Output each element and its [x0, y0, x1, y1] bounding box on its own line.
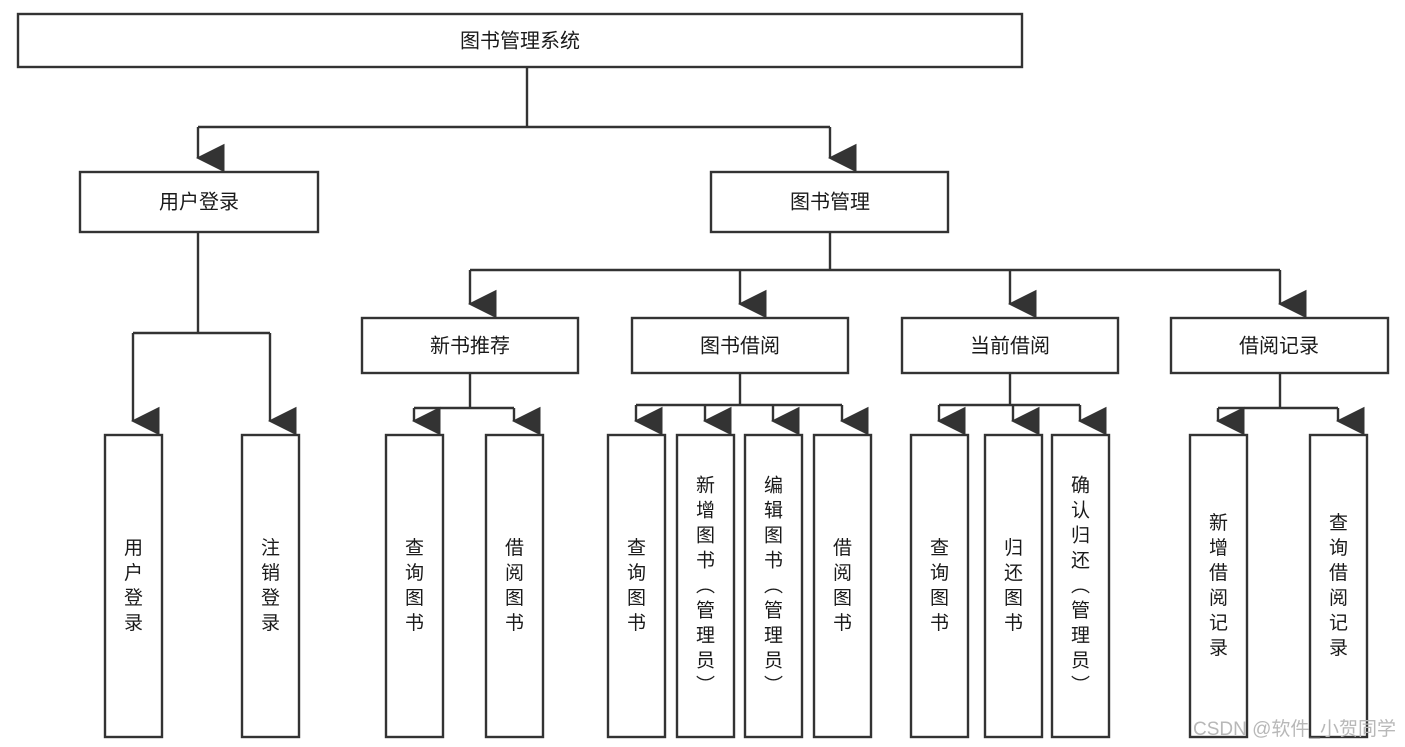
node-user-login-box — [78, 170, 320, 234]
leaf-label: 查询图书 — [627, 537, 646, 634]
node-user-login-label: 用户登录 — [159, 190, 239, 213]
leaf-box — [743, 433, 804, 739]
leaf-box — [812, 433, 873, 739]
leaf-label: 查询图书 — [405, 537, 424, 634]
leaf-box — [103, 433, 164, 739]
node-book-management-label: 图书管理 — [790, 190, 870, 213]
csdn-watermark: CSDN @软件_小贺同学 — [1193, 718, 1396, 740]
leaf-node-借阅记录-2[interactable]: 查询借阅记录 — [1308, 433, 1369, 739]
leaf-label: 归还图书 — [1004, 537, 1023, 634]
leaf-label: 用户登录 — [124, 538, 143, 634]
node-current-borrow[interactable]: 当前借阅 — [900, 316, 1120, 375]
node-new-book-recommend-label: 新书推荐 — [430, 334, 510, 357]
leaf-label: 新增借阅记录 — [1209, 512, 1228, 659]
leaf-label: 查询图书 — [930, 537, 949, 634]
node-new-book-recommend-box — [360, 316, 580, 375]
node-root-box — [16, 12, 1024, 69]
leaf-label: 编辑图书︵管理员︶ — [764, 475, 783, 697]
leaf-box — [240, 433, 301, 739]
leaf-node-当前借阅-2[interactable]: 归还图书 — [983, 433, 1044, 739]
leaf-node-当前借阅-3[interactable]: 确认归还︵管理员︶ — [1050, 433, 1111, 739]
leaf-box — [484, 433, 545, 739]
leaf-node-当前借阅-1[interactable]: 查询图书 — [909, 433, 970, 739]
leaf-box — [983, 433, 1044, 739]
node-borrow-record[interactable]: 借阅记录 — [1169, 316, 1390, 375]
node-book-management[interactable]: 图书管理 — [709, 170, 950, 234]
leaf-box — [909, 433, 970, 739]
node-new-book-recommend[interactable]: 新书推荐 — [360, 316, 580, 375]
node-borrow-record-label: 借阅记录 — [1239, 334, 1319, 357]
leaf-node-图书借阅-3[interactable]: 编辑图书︵管理员︶ — [743, 433, 804, 739]
leaf-box — [675, 433, 736, 739]
leaf-label: 注销登录 — [261, 537, 280, 634]
leaf-node-用户登录-1[interactable]: 用户登录 — [103, 433, 164, 739]
leaf-node-借阅记录-1[interactable]: 新增借阅记录 — [1188, 433, 1249, 739]
node-root-label: 图书管理系统 — [460, 29, 580, 52]
leaf-node-图书借阅-1[interactable]: 查询图书 — [606, 433, 667, 739]
leaf-node-图书借阅-2[interactable]: 新增图书︵管理员︶ — [675, 433, 736, 739]
node-book-borrow[interactable]: 图书借阅 — [630, 316, 850, 375]
node-borrow-record-box — [1169, 316, 1390, 375]
node-root-system[interactable]: 图书管理系统 — [16, 12, 1024, 69]
leaf-label: 确认归还︵管理员︶ — [1071, 475, 1090, 697]
leaf-label: 借阅图书 — [505, 537, 524, 634]
node-current-borrow-box — [900, 316, 1120, 375]
node-book-management-box — [709, 170, 950, 234]
leaf-nodes-group: 用户登录 注销登录 查询图书 借阅图书 查询图书 新增图书︵管理员︶ 编辑图书︵管理员︶ 借阅… — [103, 433, 1369, 739]
leaf-box — [1308, 433, 1369, 739]
leaf-label: 查询借阅记录 — [1329, 512, 1348, 659]
leaf-box — [384, 433, 445, 739]
node-book-borrow-label: 图书借阅 — [700, 334, 780, 357]
leaf-label: 新增图书︵管理员︶ — [696, 475, 715, 697]
leaf-box — [1050, 433, 1111, 739]
node-user-login[interactable]: 用户登录 — [78, 170, 320, 234]
leaf-node-新书推荐-1[interactable]: 查询图书 — [384, 433, 445, 739]
leaf-label: 借阅图书 — [833, 537, 852, 634]
leaf-box — [606, 433, 667, 739]
edges-group — [130, 67, 1365, 436]
leaf-box — [1188, 433, 1249, 739]
node-current-borrow-label: 当前借阅 — [970, 334, 1050, 357]
leaf-node-新书推荐-2[interactable]: 借阅图书 — [484, 433, 545, 739]
node-book-borrow-box — [630, 316, 850, 375]
leaf-node-图书借阅-4[interactable]: 借阅图书 — [812, 433, 873, 739]
leaf-node-用户登录-2[interactable]: 注销登录 — [240, 433, 301, 739]
